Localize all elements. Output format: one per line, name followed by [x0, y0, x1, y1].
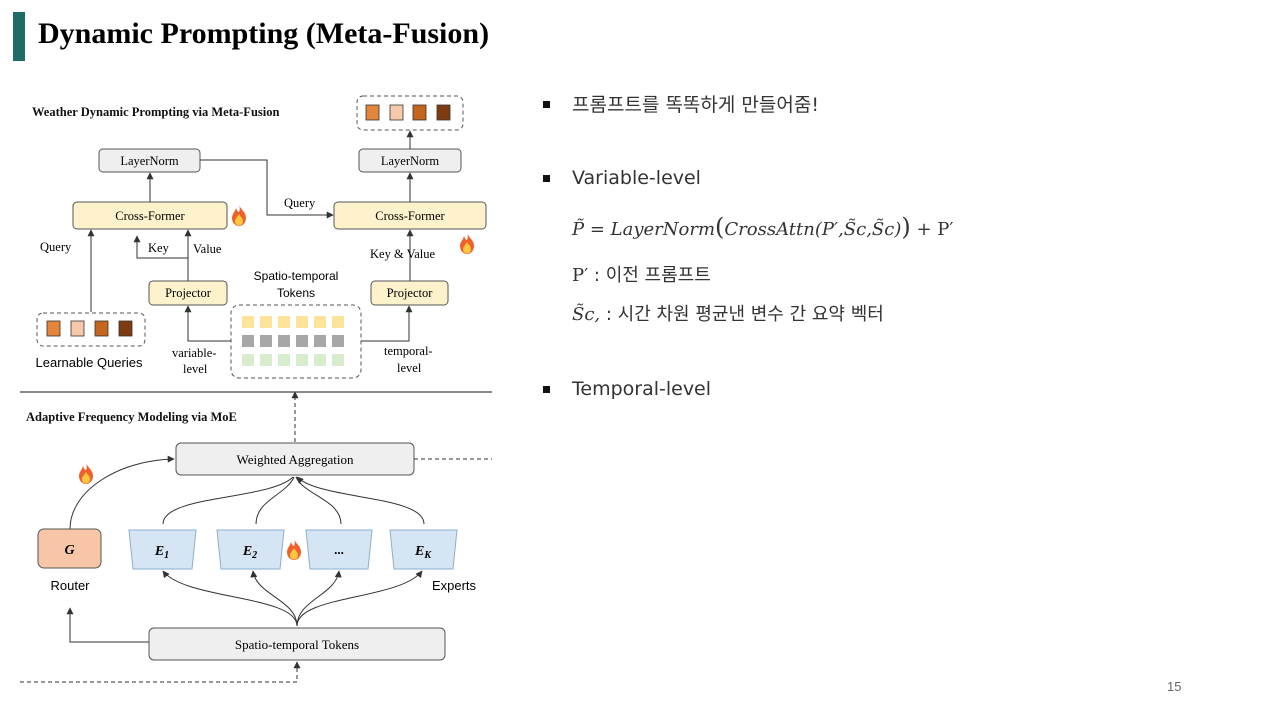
- bullet-smart-prompt: 프롬프트를 똑똑하게 만들어줌!: [543, 90, 819, 117]
- slide-title: Dynamic Prompting (Meta-Fusion): [38, 17, 490, 50]
- meta-fusion-diagram: Weather Dynamic Prompting via Meta-Fusio…: [20, 95, 492, 683]
- token-square: [260, 335, 272, 347]
- bullet-text: Temporal-level: [572, 378, 712, 400]
- expert-1-box: [128, 529, 197, 570]
- output-query-square: [412, 104, 427, 121]
- bottom-section-title: Adaptive Frequency Modeling via MoE: [26, 410, 237, 424]
- fire-icon: [79, 463, 93, 484]
- token-square: [332, 354, 344, 366]
- expert-1-label: E1: [154, 544, 169, 561]
- expert-k-label: EK: [414, 544, 432, 561]
- token-square: [260, 354, 272, 366]
- output-query-box: [356, 95, 464, 131]
- formula-close-paren: ): [901, 213, 911, 241]
- token-square: [332, 335, 344, 347]
- fire-icon: [232, 205, 246, 226]
- variable-level-line1: variable-: [172, 346, 216, 360]
- layernorm-left-label: LayerNorm: [120, 154, 179, 168]
- tokens-label-line2: Tokens: [277, 286, 315, 300]
- token-square: [278, 316, 290, 328]
- bullet-marker: [543, 175, 550, 182]
- output-query-square: [365, 104, 380, 121]
- bullet-text: Variable-level: [572, 167, 701, 189]
- expert-ellipsis-box: [305, 529, 373, 570]
- weighted-aggregation-label: Weighted Aggregation: [236, 452, 354, 467]
- projector-right-box: [370, 280, 449, 306]
- page-number: 15: [1167, 679, 1182, 694]
- learnable-queries-box: [36, 312, 146, 347]
- s-desc: : 시간 차원 평균낸 변수 간 요약 벡터: [600, 304, 884, 325]
- bullet-temporal-level: Temporal-level: [543, 378, 711, 400]
- s-definition: S̃c, : 시간 차원 평균낸 변수 간 요약 벡터: [572, 300, 884, 326]
- title-accent-bar: [13, 12, 25, 61]
- token-square: [242, 316, 254, 328]
- bullet-text: 프롬프트를 똑똑하게 만들어줌!: [572, 94, 819, 116]
- token-square: [314, 354, 326, 366]
- projector-left-box: [148, 280, 228, 306]
- p-prime-definition: P′ : 이전 프롬프트: [572, 261, 711, 287]
- output-query-square: [436, 104, 451, 121]
- token-square: [314, 335, 326, 347]
- token-square: [242, 335, 254, 347]
- key-label: Key: [148, 241, 170, 255]
- learnable-query-square: [94, 320, 109, 337]
- token-square: [314, 316, 326, 328]
- token-square: [296, 354, 308, 366]
- formula-lhs: P̃: [572, 219, 585, 240]
- crossformer-right-label: Cross-Former: [375, 209, 445, 223]
- experts-label: Experts: [432, 578, 477, 593]
- expert-2-box: [216, 529, 285, 570]
- token-square: [260, 316, 272, 328]
- token-square: [332, 316, 344, 328]
- formula-func1: LayerNorm: [610, 219, 716, 240]
- token-square: [296, 335, 308, 347]
- s-symbol: S̃c,: [572, 304, 601, 325]
- router-symbol: G: [64, 543, 74, 558]
- router-label: Router: [50, 578, 90, 593]
- p-prime-desc: : 이전 프롬프트: [588, 265, 711, 286]
- learnable-queries-label: Learnable Queries: [36, 355, 143, 370]
- bullet-variable-level: Variable-level: [543, 167, 701, 189]
- projector-right-label: Projector: [387, 286, 434, 300]
- router-box: [37, 528, 102, 569]
- fire-icon: [287, 539, 301, 560]
- expert-ellipsis-label: ...: [334, 542, 344, 557]
- prompt-update-formula: P̃ = LayerNorm(CrossAttn(P′,S̃c,S̃c)) + …: [572, 213, 953, 241]
- tokens-label-line1: Spatio-temporal: [254, 269, 339, 283]
- learnable-query-square: [70, 320, 85, 337]
- formula-func2: CrossAttn: [724, 219, 815, 240]
- output-query-square: [389, 104, 404, 121]
- value-label: Value: [193, 242, 222, 256]
- projector-left-label: Projector: [165, 286, 212, 300]
- token-square: [242, 354, 254, 366]
- spatio-temporal-tokens-label: Spatio-temporal Tokens: [235, 637, 359, 652]
- spatio-temporal-tokens-box: [148, 627, 446, 661]
- learnable-query-square: [46, 320, 61, 337]
- token-square: [278, 335, 290, 347]
- fire-icon: [460, 233, 474, 254]
- crossformer-left-label: Cross-Former: [115, 209, 185, 223]
- layernorm-right-label: LayerNorm: [381, 154, 440, 168]
- formula-plus: + P′: [910, 219, 954, 240]
- key-value-label: Key & Value: [370, 247, 435, 261]
- temporal-level-line1: temporal-: [384, 344, 433, 358]
- token-square: [296, 316, 308, 328]
- formula-equals: =: [584, 219, 611, 240]
- bullet-marker: [543, 386, 550, 393]
- query-label-left: Query: [40, 240, 72, 254]
- token-grid: [242, 316, 344, 366]
- bullet-marker: [543, 100, 550, 108]
- p-prime-symbol: P′: [572, 265, 589, 286]
- formula-open-paren: (: [715, 213, 725, 241]
- temporal-level-line2: level: [397, 361, 422, 375]
- query-label-mid: Query: [284, 196, 316, 210]
- learnable-query-square: [118, 320, 133, 337]
- formula-args: (P′,S̃c,S̃c): [814, 219, 902, 240]
- expert-k-box: [389, 529, 458, 570]
- token-square: [278, 354, 290, 366]
- variable-level-line2: level: [183, 362, 208, 376]
- expert-2-label: E2: [242, 544, 257, 561]
- top-section-title: Weather Dynamic Prompting via Meta-Fusio…: [32, 105, 279, 119]
